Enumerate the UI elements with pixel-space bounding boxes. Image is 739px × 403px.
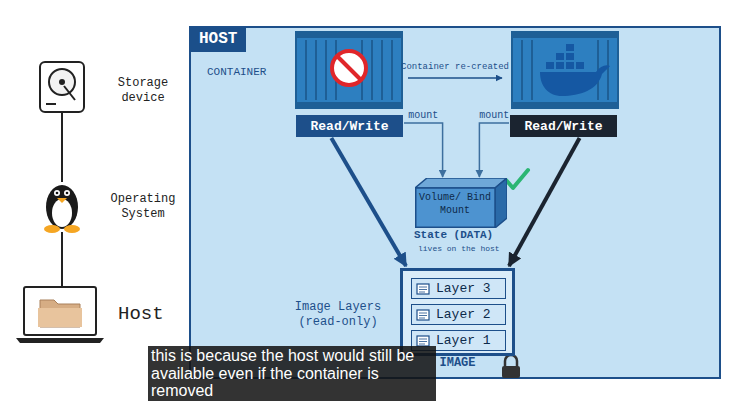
layer-box: Layer 2 — [411, 304, 506, 325]
write-arrow — [509, 138, 580, 266]
laptop-icon — [16, 287, 104, 343]
mount-line — [479, 123, 509, 177]
layer-icon — [416, 283, 430, 295]
check-mark — [506, 170, 528, 188]
box-label: Read/Write — [310, 119, 388, 134]
layer-label: Layer 1 — [436, 333, 491, 348]
annotation-label: Image Layers (read-only) — [280, 300, 396, 330]
stack-wire — [61, 232, 63, 286]
container-docker — [512, 32, 618, 108]
write-arrow — [331, 138, 406, 266]
annotation-label: lives on the host — [418, 244, 500, 254]
annotation-label: Container re-created — [400, 62, 510, 73]
volume-box: Volume/ Bind Mount — [415, 178, 507, 228]
recreate-arrow — [408, 77, 502, 79]
layer-icon — [416, 309, 430, 321]
mount-line — [404, 123, 443, 177]
annotation-label: CONTAINER — [207, 66, 266, 80]
edge-label: mount — [478, 110, 510, 121]
image-box: Layer 3Layer 2Layer 1IMAGE — [400, 268, 515, 356]
annotation-label: Host — [118, 303, 164, 327]
layer-icon — [416, 335, 430, 347]
annotation-label: Operating System — [102, 192, 184, 222]
annotation-label: State (DATA) — [414, 229, 493, 243]
layer-label: Layer 2 — [436, 307, 491, 322]
edge-label: mount — [407, 110, 439, 121]
layer-label: Layer 3 — [436, 281, 491, 296]
container-removed — [296, 32, 402, 108]
host-panel: Read/Write Read/WriteVolume/ Bind MountLa… — [190, 27, 720, 378]
box-label: Read/Write — [524, 119, 602, 134]
annotation-label: Storage device — [104, 76, 182, 106]
stack-wire — [61, 113, 63, 182]
penguin-icon — [44, 185, 80, 233]
panel-tab: HOST — [190, 27, 246, 52]
read-write-box: Read/Write — [510, 115, 617, 137]
host-panel — [190, 27, 720, 378]
layer-box: Layer 3 — [411, 278, 506, 299]
read-write-box: Read/Write — [296, 115, 403, 137]
box-label: Volume/ Bind Mount — [417, 191, 493, 217]
lock-icon — [502, 355, 520, 378]
video-subtitle: this is because the host would still be … — [148, 346, 436, 401]
hard-drive-icon — [40, 62, 84, 112]
